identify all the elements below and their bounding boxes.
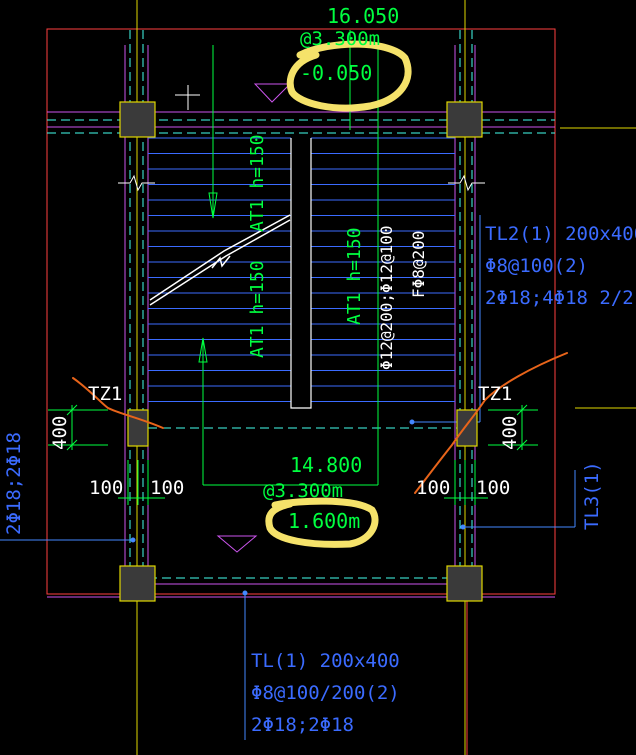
section-mark xyxy=(175,85,200,110)
beam-tl-name: TL(1) 200x400 xyxy=(251,650,400,672)
flight-label-left-lower: AT1 h=150 xyxy=(247,260,268,358)
beam-tl-annotation: TL(1) 200x400 Φ8@100/200(2) 2Φ18;2Φ18 xyxy=(251,650,400,736)
flight-rebar-main: Φ12@200;Φ12@100 xyxy=(377,226,396,371)
flight-label-left-upper: AT1 h=150 xyxy=(247,134,268,232)
top-elevation-circled: -0.050 xyxy=(300,61,372,85)
beam-tl2-annotation: TL2(1) 200x400 Φ8@100(2) 2Φ18;4Φ18 2/2 xyxy=(485,223,636,309)
break-lines xyxy=(118,174,485,192)
dim-right-a: 100 xyxy=(416,477,450,499)
bottom-highlight-circle xyxy=(265,497,379,548)
column-top-right xyxy=(446,101,483,138)
stair-treads xyxy=(148,137,455,402)
top-elevation-marker xyxy=(253,83,292,103)
top-highlight-circle xyxy=(286,40,412,112)
highlight-circles xyxy=(265,40,412,548)
direction-arrows xyxy=(198,30,379,486)
elevation-labels: 16.050 @3.300m -0.050 14.800 @3.300m 1.6… xyxy=(263,4,399,533)
flight-label-middle: AT1 h=150 xyxy=(344,227,365,325)
column-tag-left: TZ1 xyxy=(88,383,122,405)
orange-hand-marks xyxy=(72,352,568,494)
beam-tl-bars: 2Φ18;2Φ18 xyxy=(251,714,354,736)
beam-side-labels: TL3(1) 2Φ18;2Φ18 xyxy=(3,432,603,535)
beam-tl2-name: TL2(1) 200x400 xyxy=(485,223,636,245)
bottom-elevation-value: 14.800 xyxy=(290,453,362,477)
dim-left-b: 100 xyxy=(150,477,184,499)
column-bottom-right xyxy=(446,565,483,602)
dimension-lines xyxy=(48,404,538,505)
beam-left-bars: 2Φ18;2Φ18 xyxy=(3,432,25,535)
leader-lines xyxy=(0,215,576,740)
stair-flight-labels: AT1 h=150 AT1 h=150 AT1 h=150 Φ12@200;Φ1… xyxy=(247,134,428,370)
dim-right-vertical: 400 xyxy=(499,416,521,450)
column-tag-right: TZ1 xyxy=(478,383,512,405)
column-top-left xyxy=(119,101,156,138)
beam-tl2-stirrup: Φ8@100(2) xyxy=(485,255,588,277)
beam-tl-stirrup: Φ8@100/200(2) xyxy=(251,682,400,704)
column-tags: TZ1 TZ1 xyxy=(88,383,512,405)
column-mid-left xyxy=(127,409,149,447)
flight-rebar-distribution: FΦ8@200 xyxy=(409,231,428,298)
bottom-elevation-marker xyxy=(216,535,258,553)
top-elevation-value: 16.050 xyxy=(327,4,399,28)
dim-left-a: 100 xyxy=(89,477,123,499)
dimension-labels: 400 400 100 100 100 100 xyxy=(49,416,521,499)
column-bottom-left xyxy=(119,565,156,602)
dim-right-b: 100 xyxy=(476,477,510,499)
bottom-elevation-spacing: @3.300m xyxy=(263,480,343,502)
top-elevation-spacing: @3.300m xyxy=(300,28,380,50)
stair-well xyxy=(149,138,312,409)
bottom-elevation-circled: 1.600m xyxy=(288,509,360,533)
elevation-markers xyxy=(216,83,292,553)
dim-left-vertical: 400 xyxy=(49,416,71,450)
beam-tl2-bars: 2Φ18;4Φ18 2/2 xyxy=(485,287,634,309)
beam-tl3-label: TL3(1) xyxy=(581,461,603,530)
